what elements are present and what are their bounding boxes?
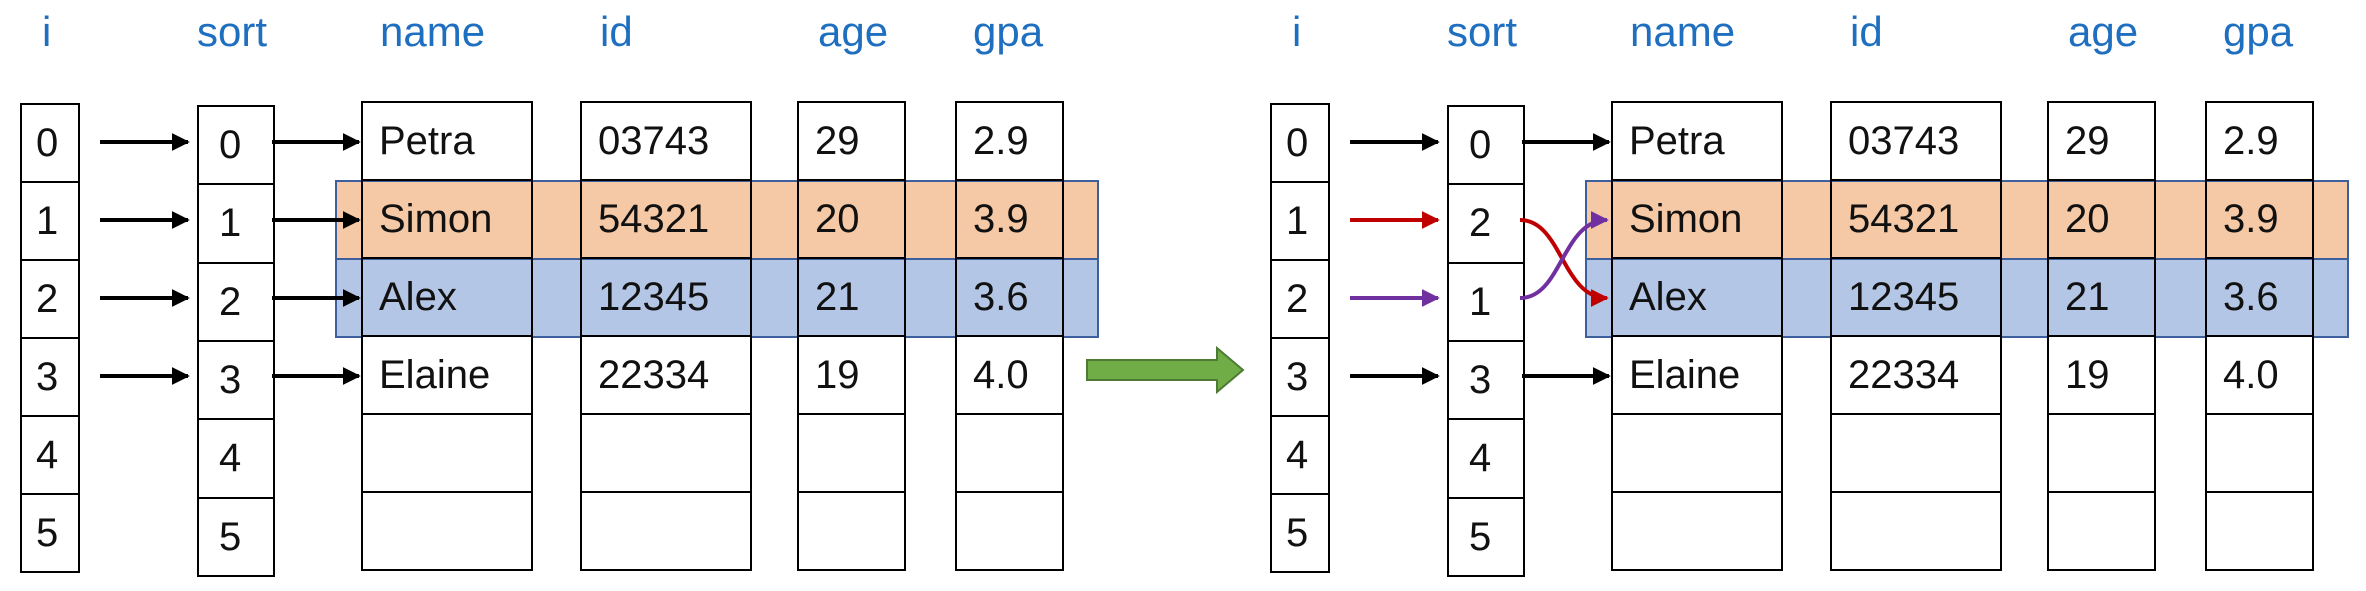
after-i-cell-2: 2 [1270,259,1330,339]
header-i: i [1292,8,1302,55]
header-name: name [1630,8,1736,55]
before-sort-cell-2: 2 [197,261,275,342]
after-i-cell-4: 4 [1270,415,1330,495]
before-id-cell-0: 03743 [580,101,752,181]
before-sort-cell-5: 5 [197,496,275,577]
highlight-band-row-2 [335,258,1099,338]
before-name-cell-5 [361,491,533,571]
before-sort-cell-1: 1 [197,183,275,264]
transition-arrow-icon [1086,345,1245,395]
after-id-cell-1: 54321 [1830,179,2002,259]
after-gpa-cell-5 [2205,491,2314,571]
before-gpa-cell-1: 3.9 [955,179,1064,259]
before-sort-cell-0: 0 [197,105,275,186]
after-id-cell-2: 12345 [1830,257,2002,337]
header-gpa: gpa [2223,8,2294,55]
after-i-cell-0: 0 [1270,103,1330,183]
header-id: id [600,8,633,55]
after-age-cell-4 [2047,413,2156,493]
before-i-cell-5: 5 [20,493,80,573]
before-i-cell-3: 3 [20,337,80,417]
after-sort-arrow-2 [1519,211,1609,300]
before-sort-cell-4: 4 [197,418,275,499]
after-i-cell-1: 1 [1270,181,1330,261]
after-sort-cell-2: 1 [1447,261,1525,342]
before-i-cell-2: 2 [20,259,80,339]
header-sort: sort [1447,8,1518,55]
before-age-cell-0: 29 [797,101,906,181]
before-age-cell-2: 21 [797,257,906,337]
before-id-cell-5 [580,491,752,571]
after-sort-cell-0: 0 [1447,105,1525,186]
after-sort-cell-5: 5 [1447,496,1525,577]
after-name-cell-0: Petra [1611,101,1783,181]
highlight-band-row-1 [335,180,1099,260]
after-age-cell-1: 20 [2047,179,2156,259]
before-name-cell-0: Petra [361,101,533,181]
before-gpa-cell-4 [955,413,1064,493]
before-age-cell-5 [797,491,906,571]
after-i-cell-5: 5 [1270,493,1330,573]
before-gpa-cell-3: 4.0 [955,335,1064,415]
before-age-cell-3: 19 [797,335,906,415]
before-i-cell-1: 1 [20,181,80,261]
after-name-cell-3: Elaine [1611,335,1783,415]
after-sort-cell-3: 3 [1447,340,1525,421]
header-gpa: gpa [973,8,1044,55]
before-i-cell-4: 4 [20,415,80,495]
header-age: age [818,8,889,55]
after-id-cell-5 [1830,491,2002,571]
after-gpa-cell-3: 4.0 [2205,335,2314,415]
after-gpa-cell-1: 3.9 [2205,179,2314,259]
before-name-cell-3: Elaine [361,335,533,415]
before-sort-cell-3: 3 [197,340,275,421]
highlight-band-row-2 [1585,258,2349,338]
after-age-cell-0: 29 [2047,101,2156,181]
after-sort-cell-4: 4 [1447,418,1525,499]
before-i-cell-0: 0 [20,103,80,183]
after-gpa-cell-4 [2205,413,2314,493]
before-gpa-cell-5 [955,491,1064,571]
after-name-cell-4 [1611,413,1783,493]
header-age: age [2068,8,2139,55]
after-id-cell-3: 22334 [1830,335,2002,415]
header-name: name [380,8,486,55]
after-name-cell-5 [1611,491,1783,571]
before-id-cell-4 [580,413,752,493]
header-i: i [42,8,52,55]
after-age-cell-5 [2047,491,2156,571]
after-sort-cell-1: 2 [1447,183,1525,264]
header-sort: sort [197,8,268,55]
before-age-cell-4 [797,413,906,493]
header-id: id [1850,8,1883,55]
after-gpa-cell-0: 2.9 [2205,101,2314,181]
